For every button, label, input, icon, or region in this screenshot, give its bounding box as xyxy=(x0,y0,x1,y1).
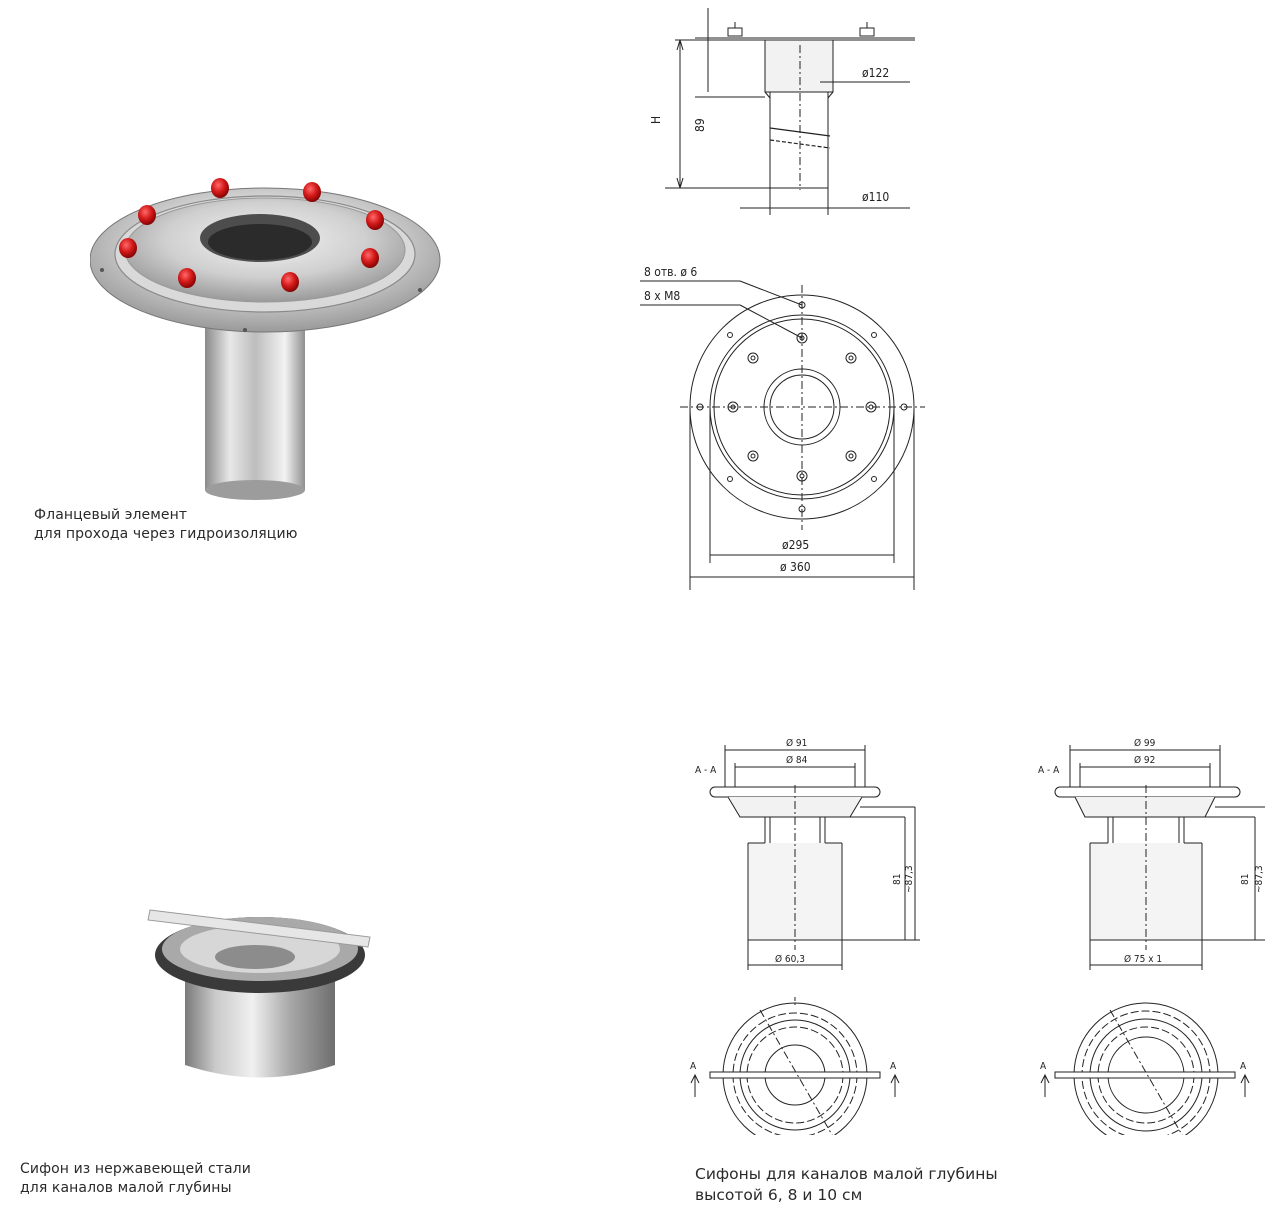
section-a-left-large: A xyxy=(1040,1061,1047,1072)
dim-81-label: 81 xyxy=(892,874,903,885)
holes-label: 8 отв. ø 6 xyxy=(644,265,697,279)
red-bolt-caps xyxy=(119,178,384,292)
section-label: A - A xyxy=(695,765,717,776)
dim-d75-label: Ø 75 x 1 xyxy=(1124,953,1162,965)
dim-89-label: 89 xyxy=(693,118,707,132)
dim-d122-label: ø122 xyxy=(862,66,889,80)
siphon-caption: Сифон из нержавеющей стали для каналов м… xyxy=(20,1160,340,1198)
dim-d360-label: ø 360 xyxy=(780,560,811,574)
siphon-photo xyxy=(147,909,371,1078)
siphons-drawing-caption: Сифоны для каналов малой глубины высотой… xyxy=(695,1164,1095,1206)
flange-top-drawing: 8 отв. ø 6 8 x M8 ø295 ø 360 xyxy=(640,265,925,590)
section-a-left: A xyxy=(690,1061,697,1072)
dim-87-large-label: ~87,3 xyxy=(1254,865,1265,893)
flange-photo xyxy=(90,178,441,500)
flange-caption: Фланцевый элемент для прохода через гидр… xyxy=(34,506,354,544)
dim-81-large-label: 81 xyxy=(1240,874,1251,885)
siphons-drawing-caption-line1: Сифоны для каналов малой глубины xyxy=(695,1165,998,1183)
dim-h-label: H xyxy=(649,116,663,124)
bolts-label: 8 x M8 xyxy=(644,289,680,303)
siphon-large-drawing: A - A Ø 99 Ø 92 81 ~87,3 Ø 75 x 1 A A xyxy=(1038,737,1265,1135)
dim-d92-label: Ø 92 xyxy=(1134,754,1155,766)
dim-d60-label: Ø 60,3 xyxy=(775,953,805,965)
flange-caption-line2: для прохода через гидроизоляцию xyxy=(34,526,298,542)
section-label-large: A - A xyxy=(1038,765,1060,776)
flange-side-drawing: H 89 ø122 ø110 xyxy=(649,8,915,215)
dim-d295-label: ø295 xyxy=(782,538,809,552)
siphons-drawing-caption-line2: высотой 6, 8 и 10 см xyxy=(695,1186,863,1204)
dim-d91-label: Ø 91 xyxy=(786,737,807,749)
flange-caption-line1: Фланцевый элемент xyxy=(34,507,188,523)
siphon-small-drawing: A - A Ø 91 Ø 84 81 ~87,3 Ø 60,3 A A xyxy=(690,737,920,1135)
dim-d110-label: ø110 xyxy=(862,190,889,204)
dim-87-label: ~87,3 xyxy=(904,865,915,893)
dim-d84-label: Ø 84 xyxy=(786,754,808,766)
dim-d99-label: Ø 99 xyxy=(1134,737,1156,749)
section-a-right-large: A xyxy=(1240,1061,1247,1072)
siphon-caption-line1: Сифон из нержавеющей стали xyxy=(20,1161,251,1177)
siphon-caption-line2: для каналов малой глубины xyxy=(20,1180,232,1196)
section-a-right: A xyxy=(890,1061,897,1072)
